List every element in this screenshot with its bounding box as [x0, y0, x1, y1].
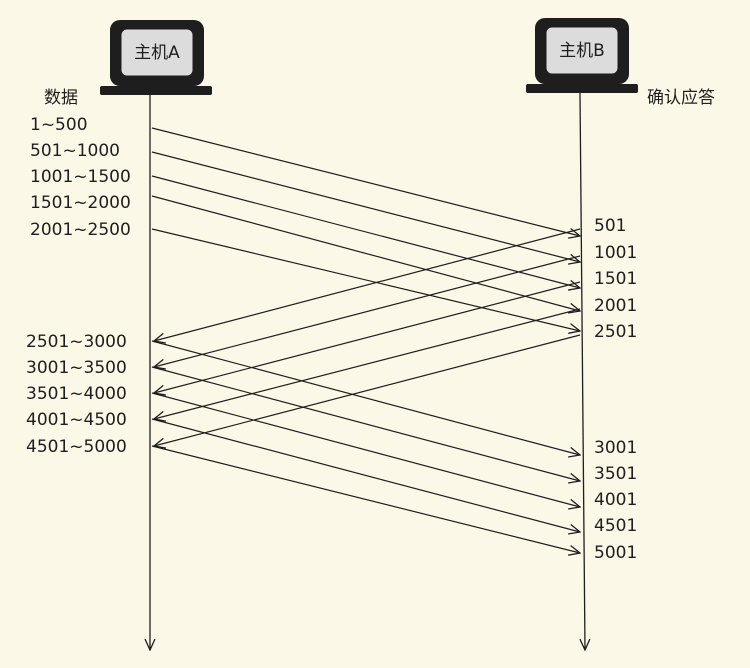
data-segment-label: 4001~4500: [26, 410, 127, 430]
ack-arrow: [154, 228, 581, 341]
ack-arrow: [154, 308, 581, 419]
data-column-label: 数据: [44, 88, 78, 108]
data-segment-arrow: [151, 366, 580, 481]
data-segment-label: 501~1000: [30, 141, 120, 161]
ack-column-label: 确认应答: [647, 88, 715, 108]
ack-label: 2001: [594, 296, 637, 316]
data-segment-arrow: [151, 445, 580, 553]
data-segment-label: 3001~3500: [26, 358, 127, 378]
ack-label: 5001: [594, 543, 637, 563]
host-b-label: 主机B: [559, 41, 605, 61]
data-segment-label: 1501~2000: [30, 193, 131, 213]
data-segment-arrow: [151, 418, 580, 532]
computer-icon: [526, 18, 638, 93]
ack-label: 4001: [594, 490, 637, 510]
ack-label: 2501: [594, 322, 637, 342]
ack-arrow: [154, 334, 581, 446]
ack-arrow: [154, 281, 581, 393]
data-segment-label: 2501~3000: [26, 332, 127, 352]
data-segment-label: 1001~1500: [30, 167, 131, 187]
data-segment-label: 3501~4000: [26, 384, 127, 404]
computer-icon: [100, 20, 212, 95]
data-segment-arrow: [151, 151, 580, 262]
host-b-timeline: [580, 92, 585, 650]
data-segment-arrow: [151, 175, 580, 288]
data-segment-label: 4501~5000: [26, 437, 127, 457]
data-segment-label: 1~500: [30, 115, 88, 135]
ack-label: 501: [594, 216, 626, 236]
data-segment-arrow: [151, 127, 580, 236]
data-segment-label: 2001~2500: [30, 220, 131, 240]
data-segment-arrow: [151, 228, 580, 331]
ack-label: 4501: [594, 516, 637, 536]
ack-label: 3001: [594, 438, 637, 458]
host-a-label: 主机A: [134, 43, 180, 63]
ack-label: 1001: [594, 243, 637, 263]
data-segment-arrow: [151, 392, 580, 507]
ack-label: 1501: [594, 269, 637, 289]
data-segment-arrow: [151, 195, 580, 311]
ack-label: 3501: [594, 464, 637, 484]
data-segment-arrow: [151, 340, 580, 455]
ack-arrow: [154, 255, 581, 367]
